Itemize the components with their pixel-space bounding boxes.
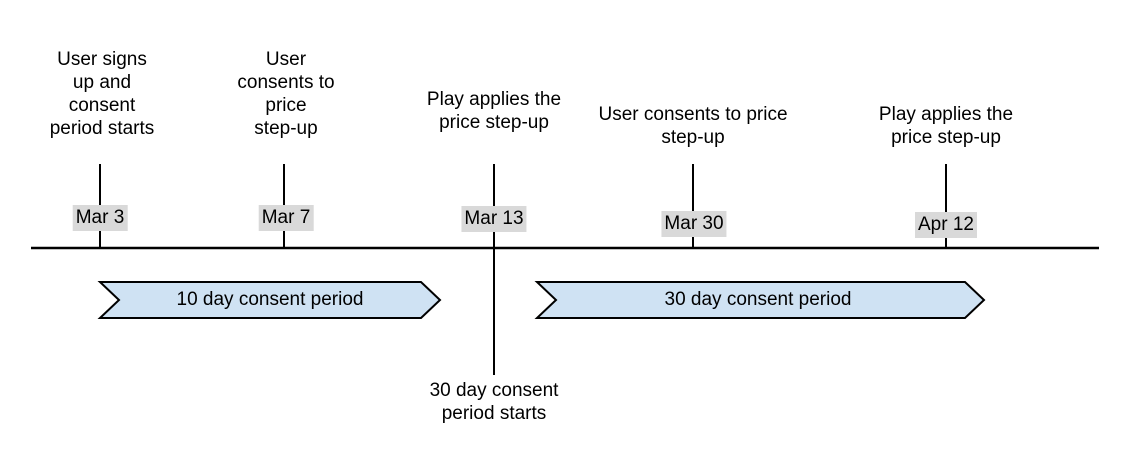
event-label-apply-1: Play applies the price step-up xyxy=(426,89,562,133)
consent-period-30-day-arrow xyxy=(534,281,986,319)
event-label-consent-2: User consents to price step-up xyxy=(598,104,788,148)
note-30-day-period-starts: 30 day consent period starts xyxy=(429,380,559,424)
date-badge-mar-30: Mar 30 xyxy=(661,211,727,237)
event-label-consent-1: User consents to price step-up xyxy=(237,49,335,139)
event-label-apply-2: Play applies the price step-up xyxy=(878,104,1014,148)
period-label-30-day: 30 day consent period xyxy=(664,289,852,310)
consent-period-10-day-arrow xyxy=(97,281,442,319)
period-label-10-day: 10 day consent period xyxy=(176,289,364,310)
date-badge-mar-7: Mar 7 xyxy=(258,205,314,231)
event-label-signup: User signs up and consent period starts xyxy=(49,49,155,139)
date-badge-apr-12: Apr 12 xyxy=(915,212,977,238)
date-badge-mar-13: Mar 13 xyxy=(461,206,527,232)
date-badge-mar-3: Mar 3 xyxy=(72,205,128,231)
